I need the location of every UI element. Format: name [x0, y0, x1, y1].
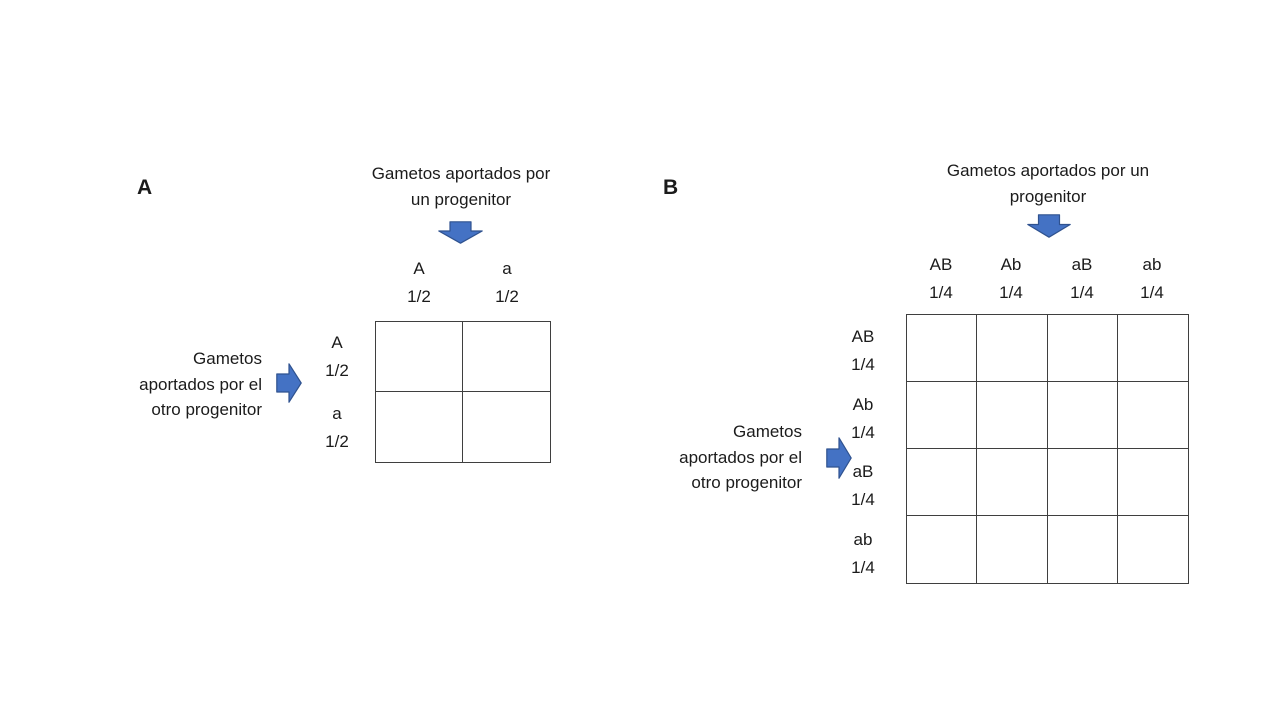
punnett-cell	[977, 315, 1048, 382]
panel-b-left-caption-line1: Gametos	[733, 422, 802, 441]
fraction-label: 1/2	[495, 287, 519, 306]
panel-a-left-caption-line3: otro progenitor	[151, 400, 262, 419]
fraction-label: 1/4	[851, 355, 875, 374]
panel-a-left-caption: Gametos aportados por el otro progenitor	[100, 346, 262, 423]
panel-b-left-caption-line3: otro progenitor	[691, 473, 802, 492]
genotype-label: a	[502, 259, 512, 278]
genotype-label: A	[331, 333, 343, 352]
punnett-cell	[907, 516, 978, 583]
genotype-label: Ab	[852, 395, 874, 414]
punnett-cell	[376, 392, 463, 462]
punnett-cell	[907, 382, 978, 449]
panel-b-label: B	[663, 176, 679, 199]
panel-a-row-header: a 1/2	[307, 400, 367, 456]
genotype-label: ab	[853, 530, 873, 549]
panel-a-column-header: a 1/2	[477, 255, 537, 311]
punnett-cell	[1117, 449, 1188, 516]
right-arrow-icon	[826, 437, 852, 479]
panel-a-top-caption-line1: Gametos aportados por	[371, 164, 551, 183]
punnett-cell	[463, 392, 550, 462]
genotype-label: A	[413, 259, 425, 278]
panel-a-column-header: A 1/2	[389, 255, 449, 311]
fraction-label: 1/4	[1070, 283, 1094, 302]
punnett-cell	[1117, 315, 1188, 382]
punnett-cell	[977, 516, 1048, 583]
punnett-cell	[1047, 449, 1118, 516]
panel-a-left-caption-line1: Gametos	[193, 349, 262, 368]
fraction-label: 1/4	[1140, 283, 1164, 302]
panel-b-row-header: AB 1/4	[833, 323, 893, 379]
down-arrow-icon	[1027, 214, 1071, 238]
panel-b-row-header: aB 1/4	[833, 458, 893, 514]
panel-b-left-caption-line2: aportados por el	[679, 447, 802, 467]
fraction-label: 1/4	[851, 423, 875, 442]
punnett-cell	[463, 322, 550, 392]
panel-a-punnett-grid	[375, 321, 551, 463]
panel-b-top-caption: Gametos aportados por un progenitor	[928, 158, 1168, 209]
panel-a-left-caption-line2: aportados por el	[139, 374, 262, 394]
genotype-label: ab	[1142, 255, 1162, 274]
genotype-label: a	[332, 404, 342, 423]
panel-a-label: A	[137, 176, 153, 199]
punnett-cell	[376, 322, 463, 392]
genotype-label: AB	[851, 327, 875, 346]
genotype-label: AB	[929, 255, 953, 274]
right-arrow-icon	[276, 363, 302, 403]
genotype-label: aB	[1071, 255, 1093, 274]
fraction-label: 1/2	[325, 432, 349, 451]
punnett-cell	[1047, 382, 1118, 449]
panel-b-top-caption-line1: Gametos aportados por un	[946, 161, 1150, 180]
panel-b-row-header: Ab 1/4	[833, 391, 893, 447]
fraction-label: 1/4	[851, 490, 875, 509]
panel-b-column-header: aB 1/4	[1052, 251, 1112, 307]
punnett-cell	[907, 315, 978, 382]
panel-a-row-header: A 1/2	[307, 329, 367, 385]
panel-b-column-header: Ab 1/4	[981, 251, 1041, 307]
panel-b-column-header: ab 1/4	[1122, 251, 1182, 307]
punnett-cell	[1047, 315, 1118, 382]
fraction-label: 1/4	[851, 558, 875, 577]
genotype-label: Ab	[1000, 255, 1022, 274]
fraction-label: 1/2	[325, 361, 349, 380]
panel-b-row-header: ab 1/4	[833, 526, 893, 582]
fraction-label: 1/4	[999, 283, 1023, 302]
punnett-cell	[907, 449, 978, 516]
panel-b-column-header: AB 1/4	[911, 251, 971, 307]
fraction-label: 1/4	[929, 283, 953, 302]
panel-a-top-caption-line2: un progenitor	[410, 189, 512, 209]
panel-a-top-caption: Gametos aportados por un progenitor	[345, 161, 577, 212]
punnett-cell	[1048, 516, 1118, 583]
punnett-cell	[977, 382, 1048, 449]
genotype-label: aB	[852, 462, 874, 481]
panel-b-top-caption-line2: progenitor	[1009, 186, 1087, 206]
down-arrow-icon	[438, 221, 483, 244]
fraction-label: 1/2	[407, 287, 431, 306]
panel-b-left-caption: Gametos aportados por el otro progenitor	[640, 419, 802, 496]
punnett-cell	[977, 449, 1048, 516]
panel-b-punnett-grid	[906, 314, 1189, 584]
punnett-cell	[1117, 382, 1188, 449]
punnett-cell	[1118, 516, 1188, 583]
